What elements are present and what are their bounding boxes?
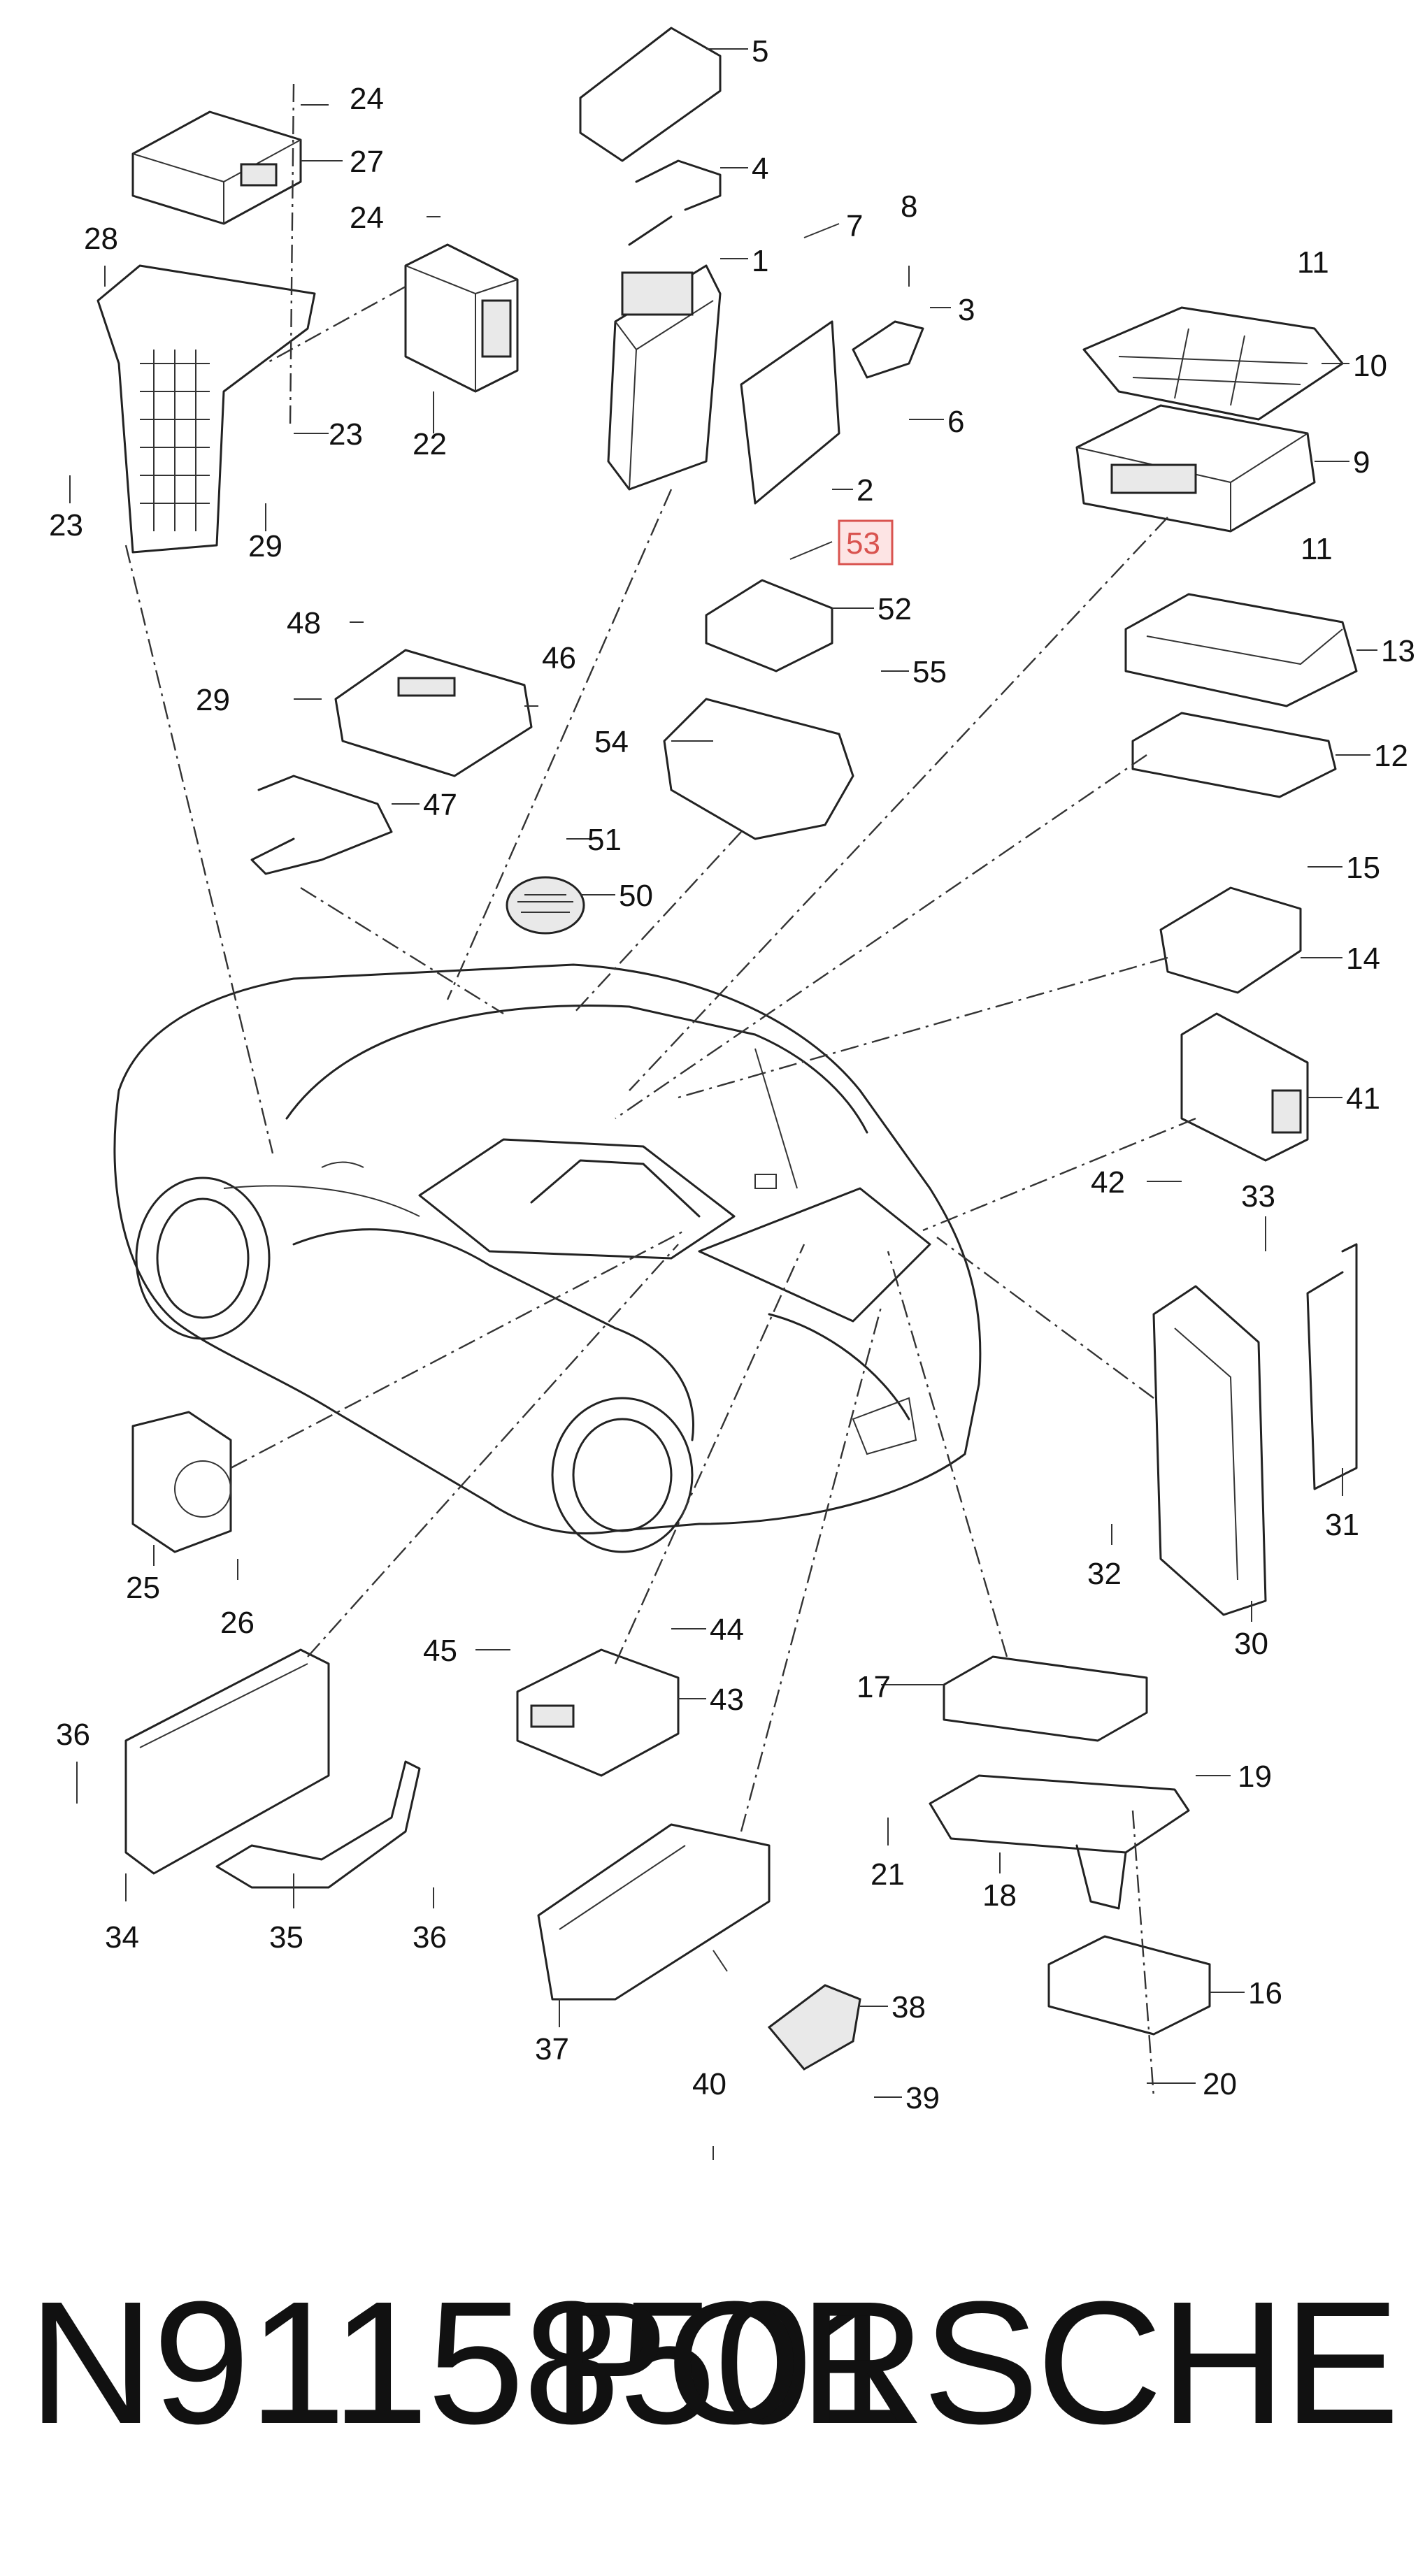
label-8: 8 [901,189,917,224]
label-48: 48 [287,606,321,640]
part-31-bracket [1306,1243,1358,1490]
label-21: 21 [871,1857,905,1892]
label-32: 32 [1087,1557,1122,1591]
part-13-frame [1124,593,1358,707]
part-43-module [516,1648,680,1777]
label-29b: 29 [248,529,282,563]
label-23b: 23 [49,508,83,542]
label-52: 52 [878,592,912,626]
label-31: 31 [1325,1508,1359,1542]
label-34: 34 [105,1920,139,1955]
part-4-bracket [628,159,722,246]
label-47: 47 [423,788,457,822]
label-44: 44 [710,1613,744,1647]
label-11b: 11 [1301,532,1333,566]
label-40: 40 [692,2067,726,2101]
part-41-module [1180,1012,1309,1162]
part-35-bracket [215,1760,421,1889]
label-14: 14 [1346,942,1380,976]
label-35: 35 [269,1920,303,1955]
vehicle-outline [113,963,982,1553]
part-25-speaker [131,1411,232,1553]
label-23a: 23 [329,417,363,452]
part-54-bracket [663,698,854,840]
part-16-module [1047,1935,1211,2036]
label-26: 26 [220,1606,255,1640]
label-25: 25 [126,1571,160,1605]
part-labels: 5 4 1 7 8 3 6 2 53 52 55 54 11 10 9 11 1… [49,34,1415,2115]
part-9-module [1075,404,1316,533]
label-18: 18 [982,1878,1017,1913]
label-20: 20 [1203,2067,1237,2101]
label-3: 3 [958,293,975,327]
label-43: 43 [710,1683,744,1717]
label-12: 12 [1374,739,1408,773]
label-38: 38 [891,1990,926,2024]
part-28-bracket [96,264,316,554]
label-2: 2 [857,473,873,508]
brand-name: PORSCHE [552,2265,1400,2460]
part-46-module [334,649,533,777]
label-19: 19 [1238,1760,1272,1794]
label-15: 15 [1346,851,1380,885]
part-22-module [404,243,519,393]
label-42: 42 [1091,1165,1125,1200]
leader-lines [124,83,1196,2098]
part-3-bracket [852,320,924,379]
label-54: 54 [594,725,629,759]
label-24a: 24 [350,82,384,116]
label-30: 30 [1234,1627,1268,1661]
part-18-bracket [929,1774,1190,1910]
label-51: 51 [587,823,622,857]
highlight-box [838,519,894,566]
label-28: 28 [84,222,118,256]
parts-diagram: 5 4 1 7 8 3 6 2 53 52 55 54 11 10 9 11 1… [49,27,1415,2160]
part-38-speaker [767,1984,861,2071]
label-33: 33 [1241,1179,1275,1214]
label-37: 37 [535,2032,569,2066]
footer: N91158501 PORSCHE [0,2258,1425,2468]
label-55: 55 [912,655,947,689]
part-12-module [1131,712,1337,798]
label-16: 16 [1248,1976,1282,2010]
part-1-ecu [607,264,722,491]
label-10: 10 [1353,349,1387,383]
label-22: 22 [413,427,447,461]
label-29a: 29 [196,683,230,717]
label-39: 39 [905,2081,940,2115]
label-24b: 24 [350,201,384,235]
part-14-module [1159,886,1302,994]
label-11a: 11 [1297,245,1329,280]
part-52-module [705,579,833,672]
label-5: 5 [752,34,768,69]
label-6: 6 [947,405,964,439]
part-34-module [124,1648,330,1875]
part-27-module [131,110,302,225]
label-53: 53 [846,526,880,561]
part-17-module [943,1655,1148,1742]
label-36b: 36 [413,1920,447,1955]
label-41: 41 [1346,1081,1380,1116]
label-1: 1 [752,244,768,278]
part-5-cover [579,27,722,162]
part-2-plate [740,320,840,505]
label-leaders [69,48,1377,2160]
label-45: 45 [423,1634,457,1668]
label-36a: 36 [56,1718,90,1752]
part-47-bracket [250,775,393,875]
part-37-module [537,1823,771,2001]
label-27: 27 [350,145,384,179]
label-7: 7 [846,209,863,243]
part-30-module [1152,1285,1267,1616]
label-13: 13 [1381,634,1415,668]
label-46: 46 [542,641,576,675]
part-number: N91158501 [28,2265,908,2460]
part-50-speaker [506,876,585,935]
label-17: 17 [857,1670,891,1704]
label-50: 50 [619,879,653,913]
label-9: 9 [1353,445,1370,480]
part-10-cover [1082,306,1344,421]
label-4: 4 [752,152,768,186]
